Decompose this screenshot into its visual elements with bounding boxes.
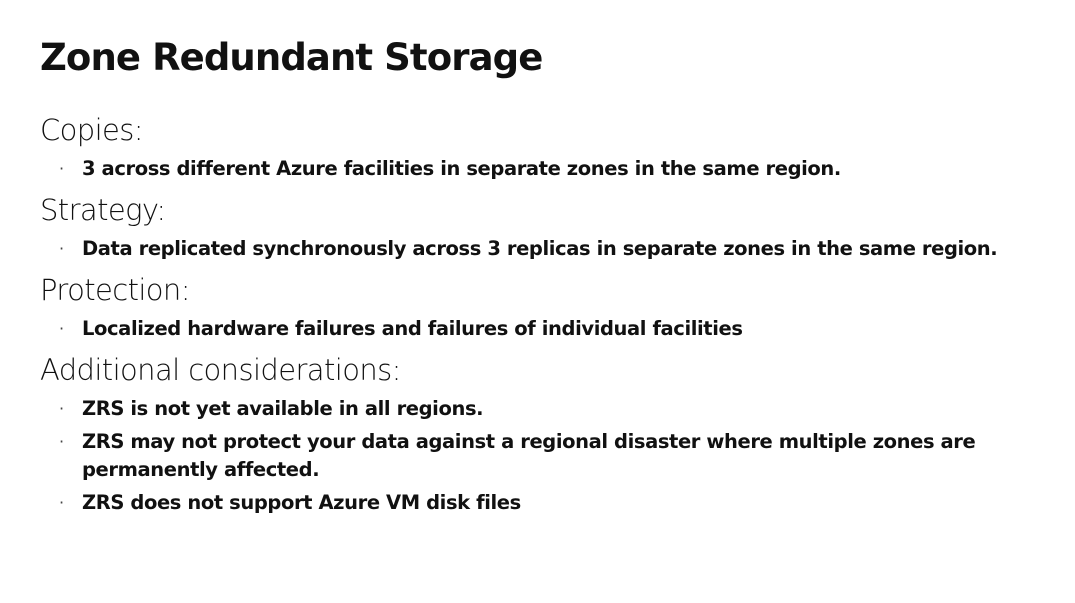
bullet-list-protection: · Localized hardware failures and failur… xyxy=(40,315,1020,343)
bullet-item: · Data replicated synchronously across 3… xyxy=(40,235,1012,263)
bullet-dot-icon: · xyxy=(59,159,64,178)
bullet-dot-icon: · xyxy=(59,319,64,338)
bullet-text: ZRS is not yet available in all regions. xyxy=(82,397,484,420)
bullet-dot-icon: · xyxy=(59,432,64,451)
bullet-item: · Localized hardware failures and failur… xyxy=(40,315,1012,343)
bullet-text: ZRS may not protect your data against a … xyxy=(82,430,976,481)
bullet-list-additional-considerations: · ZRS is not yet available in all region… xyxy=(40,395,1020,517)
bullet-item: · ZRS is not yet available in all region… xyxy=(40,395,1012,423)
bullet-list-strategy: · Data replicated synchronously across 3… xyxy=(40,235,1020,263)
section-heading-strategy: Strategy: xyxy=(40,193,166,227)
section-protection: Protection: · Localized hardware failure… xyxy=(40,273,1020,348)
bullet-list-copies: · 3 across different Azure facilities in… xyxy=(40,155,1020,183)
section-copies: Copies: · 3 across different Azure facil… xyxy=(40,113,1020,188)
bullet-item: · 3 across different Azure facilities in… xyxy=(40,155,1012,183)
bullet-item: · ZRS does not support Azure VM disk fil… xyxy=(40,489,1012,517)
bullet-text: 3 across different Azure facilities in s… xyxy=(82,157,841,180)
bullet-text: Localized hardware failures and failures… xyxy=(82,317,743,340)
section-heading-protection: Protection: xyxy=(40,273,190,307)
bullet-dot-icon: · xyxy=(59,399,64,418)
section-additional-considerations: Additional considerations: · ZRS is not … xyxy=(40,353,1020,522)
section-strategy: Strategy: · Data replicated synchronousl… xyxy=(40,193,1020,268)
bullet-item: · ZRS may not protect your data against … xyxy=(40,428,1012,484)
section-heading-copies: Copies: xyxy=(40,113,144,147)
bullet-dot-icon: · xyxy=(59,493,64,512)
bullet-text: Data replicated synchronously across 3 r… xyxy=(82,237,998,260)
section-heading-additional-considerations: Additional considerations: xyxy=(40,353,401,387)
bullet-dot-icon: · xyxy=(59,239,64,258)
slide-title: Zone Redundant Storage xyxy=(40,36,543,79)
bullet-text: ZRS does not support Azure VM disk files xyxy=(82,491,521,514)
